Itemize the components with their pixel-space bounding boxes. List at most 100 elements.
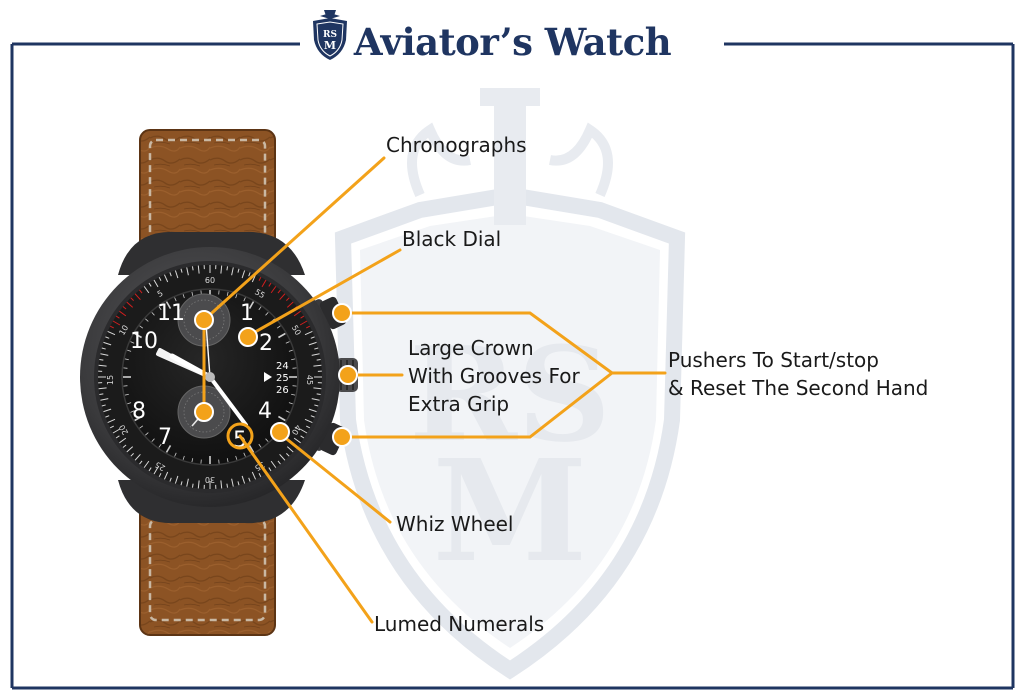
dial-tick [158, 306, 162, 311]
numeral-11: 11 [157, 301, 185, 326]
bezel-tick [314, 347, 319, 350]
bezel-tick [101, 404, 106, 407]
bezel-number: 50 [290, 324, 303, 337]
bezel-tick [293, 310, 301, 317]
bezel-tick [313, 387, 322, 390]
bezel-tick [261, 279, 267, 288]
label-black-dial: Black Dial [402, 227, 502, 251]
bezel-tick [139, 289, 143, 294]
bezel-ticks [98, 265, 322, 489]
subdial-mark-24: 24 [276, 361, 289, 372]
dial-tick [130, 410, 135, 413]
bezel-number: 55 [253, 287, 266, 300]
bezel-tick [313, 364, 322, 367]
page-title: Aviator’s Watch [353, 20, 672, 64]
bezel-tick [231, 478, 234, 487]
bezel-tick [98, 364, 107, 367]
ring-lumed-numeral [226, 422, 254, 450]
bezel-tick [126, 301, 134, 308]
bezel-tick [103, 341, 112, 346]
bezel-tick [122, 306, 127, 310]
bezel-tick [191, 266, 194, 271]
bezel-tick [268, 467, 272, 472]
bezel-tick [316, 393, 321, 396]
bezel-tick [226, 483, 229, 488]
bezel-tick [180, 481, 183, 486]
bezel-tick [163, 471, 169, 480]
bezel-number: 60 [205, 276, 215, 285]
bezel-tick [220, 480, 223, 489]
hour-numerals: 1 2 4 5 7 8 10 11 [130, 301, 273, 453]
bezel-tick [139, 460, 143, 465]
bezel-tick [248, 272, 251, 277]
dial-tick [278, 332, 286, 339]
bezel-number: 30 [205, 475, 215, 484]
bezel-number: 20 [117, 423, 130, 436]
bezel-tick [143, 286, 150, 294]
bezel-tick [134, 293, 141, 301]
bezel-tick [148, 467, 152, 472]
bezel-tick [231, 267, 234, 276]
callout-line-pushers-bottom [340, 371, 614, 439]
dial-tick [265, 312, 269, 316]
bezel-tick [306, 325, 311, 329]
callout-dots [194, 303, 358, 450]
bezel-tick [286, 301, 294, 308]
label-lumed-numerals: Lumed Numerals [374, 612, 545, 636]
label-large-crown-line-2: With Grooves For [408, 364, 580, 388]
bezel-tick [268, 282, 272, 287]
label-large-crown-line-1: Large Crown [408, 336, 534, 360]
bezel-tick [258, 473, 262, 478]
bezel-tick [286, 446, 294, 453]
dot-large-crown [338, 365, 358, 385]
bezel-number: 5 [156, 289, 165, 299]
bezel-number: 45 [305, 375, 314, 385]
bezel-tick [122, 444, 127, 448]
bezel-tick [191, 483, 194, 488]
dial-tick [124, 358, 129, 361]
bezel-number: 40 [290, 423, 303, 436]
bezel-tick [169, 272, 172, 277]
dial-ticks [123, 290, 297, 464]
bezel-tick [169, 477, 172, 482]
bezel-tick [310, 415, 315, 418]
bezel-tick [158, 473, 162, 478]
dial-tick [145, 432, 149, 436]
bezel-tick [143, 460, 150, 468]
dial-tick [285, 410, 290, 413]
dot-black-dial [238, 327, 258, 347]
dial-tick [235, 455, 238, 460]
dial-tick [139, 325, 144, 329]
numeral-8: 8 [132, 399, 146, 424]
callout-line-chronographs [202, 156, 386, 322]
title-banner: RS M Aviator’s Watch [310, 8, 715, 76]
bezel-tick [148, 282, 152, 287]
label-whiz-wheel: Whiz Wheel [396, 512, 514, 536]
numeral-2: 2 [259, 331, 273, 356]
dial-tick [151, 312, 155, 316]
bezel-tick [126, 446, 134, 453]
dot-pusher-top [332, 303, 352, 323]
bezel-tick [316, 358, 321, 361]
dial-tick [276, 325, 281, 329]
dot-whiz-wheel [270, 422, 290, 442]
dial-tick [243, 297, 246, 302]
subdial-mark-25: 25 [276, 373, 289, 384]
dial-tick [291, 358, 296, 361]
crest-logo-icon: RS M [313, 10, 347, 60]
svg-text:M: M [433, 430, 588, 594]
callout-line-black-dial [246, 248, 402, 338]
dial-tick [288, 349, 293, 352]
dial-tick [235, 294, 238, 299]
bezel-tick [237, 481, 240, 486]
bezel-tick [277, 289, 281, 294]
bezel-tick [158, 276, 162, 281]
bezel-number: 10 [117, 324, 130, 337]
dial-tick [243, 452, 246, 457]
dial-tick [288, 402, 293, 405]
bezel-tick [174, 475, 179, 484]
bezel-tick [237, 268, 240, 273]
numeral-1: 1 [240, 301, 254, 326]
bezel-tick [299, 320, 308, 326]
bezel-tick [180, 268, 183, 273]
